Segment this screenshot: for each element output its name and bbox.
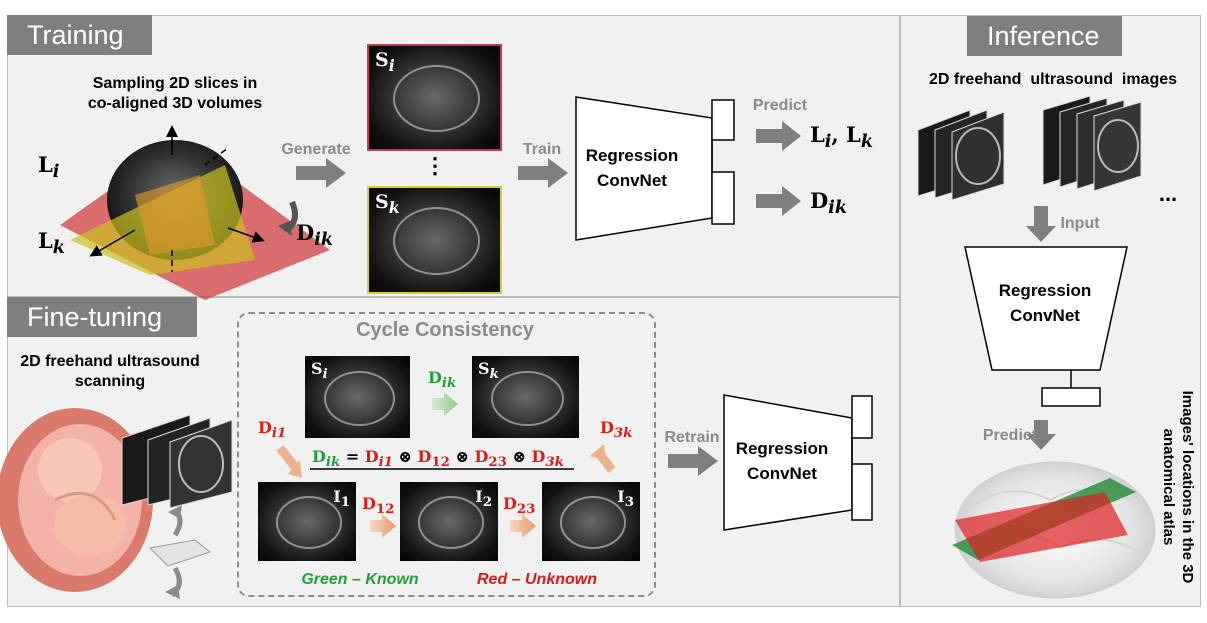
inference-images	[917, 95, 1142, 201]
L_k-label: Lk	[38, 228, 65, 259]
inference-tab: Inference	[967, 16, 1122, 56]
D12-arrow	[370, 514, 396, 538]
D_i1-label: Di1	[258, 418, 287, 442]
S_k-label: Sk	[375, 191, 400, 217]
training-tab: Training	[7, 15, 152, 55]
inference-images-label: 2D freehand ultrasound images	[928, 71, 1178, 88]
scan-stack	[121, 414, 233, 509]
S_i-image: Si	[367, 44, 502, 151]
training-network	[575, 96, 735, 241]
I3-image: I3	[542, 482, 640, 561]
D_ik-label: Dik	[296, 220, 333, 251]
generate-label: Generate	[281, 141, 351, 158]
inference-dots: ...	[1158, 181, 1178, 206]
inference-net-label-2: ConvNet	[1010, 306, 1080, 325]
input-arrow	[1026, 206, 1056, 242]
fetus-illustration	[0, 408, 153, 592]
atlas-label: Images' locations in the 3D anatomical a…	[1160, 390, 1196, 584]
training-net-label-2: ConvNet	[597, 171, 667, 190]
cycle-S_i-image: Si	[305, 356, 410, 438]
atlas-brain	[952, 461, 1156, 599]
legend-unknown: Red – Unknown	[476, 571, 597, 588]
D23-label: D23	[503, 494, 536, 518]
S_i-label: Si	[375, 49, 395, 75]
probe-icon	[148, 505, 212, 599]
finetuning-tab: Fine-tuning	[7, 297, 197, 337]
D_i1-arrow	[276, 445, 300, 471]
finetune-network	[723, 394, 873, 531]
predict-arrow-2	[756, 186, 801, 216]
predict-label-training: Predict	[752, 97, 808, 114]
generate-arrow	[296, 158, 346, 188]
train-label: Train	[522, 141, 562, 158]
training-net-label-1: Regression	[585, 146, 679, 165]
inference-net-label-1: Regression	[998, 281, 1092, 300]
cycle-S_k-image: Sk	[472, 356, 579, 438]
predict-label-inference: Predict	[982, 427, 1038, 444]
plane-orange	[135, 175, 215, 255]
sampling-label: Sampling 2D slices in co-aligned 3D volu…	[87, 75, 263, 112]
finetune-net-label-2: ConvNet	[747, 464, 817, 483]
retrain-arrow	[668, 446, 718, 476]
I2-image: I2	[400, 482, 498, 561]
predict-arrow-1	[756, 121, 801, 151]
input-label: Input	[1060, 215, 1100, 232]
D_3k-label: D3k	[600, 418, 633, 442]
D12-label: D12	[362, 494, 395, 518]
cycle-D_ik-label: Dik	[428, 368, 457, 392]
scan-label: 2D freehand ultrasound scanning	[20, 353, 200, 390]
cycle-consistency-box	[237, 312, 656, 597]
output-locations: Li, Lk	[810, 122, 873, 153]
train-arrow	[518, 158, 568, 188]
S_k-image: Sk	[367, 186, 502, 294]
retrain-label: Retrain	[664, 429, 720, 446]
D23-arrow	[510, 514, 536, 538]
output-distance: Dik	[810, 188, 847, 219]
ellipsis-vertical: ⋮	[424, 153, 446, 178]
I1-image: I1	[258, 482, 356, 561]
legend-known: Green – Known	[301, 571, 419, 588]
volume-3d	[60, 125, 330, 300]
L_i-label: Li	[38, 152, 60, 183]
D_ik-arrow	[432, 392, 458, 416]
inference-network	[964, 246, 1128, 407]
finetune-net-label-1: Regression	[735, 439, 829, 458]
cycle-equation: Dik = Di1 ⊗ D12 ⊗ D23 ⊗ D3k	[312, 447, 564, 471]
atlas-plane-red	[955, 492, 1128, 562]
cycle-title: Cycle Consistency	[356, 319, 534, 341]
predict-arrow-inference	[1026, 420, 1056, 450]
